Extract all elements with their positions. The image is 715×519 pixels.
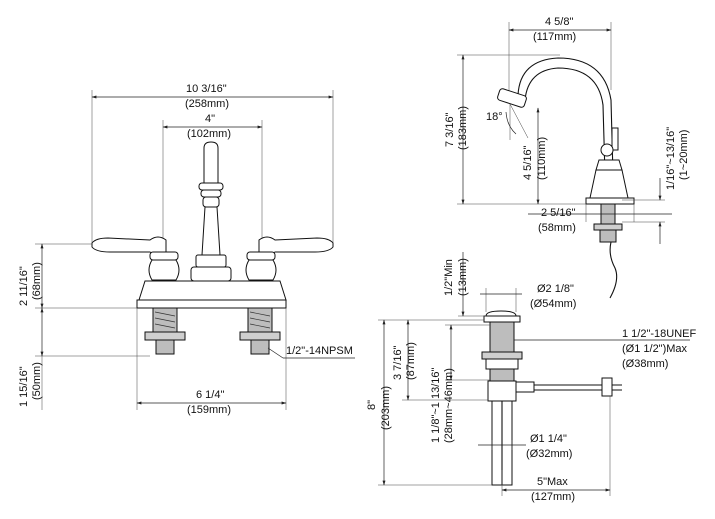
base-depth-label: 2 5/16" xyxy=(541,207,576,219)
drain-thread-line2: (Ø1 1/2")Max xyxy=(622,343,688,355)
drain-view xyxy=(378,252,690,496)
drain-range-metric: (28mm~46mm) xyxy=(443,368,455,443)
drain-upper-metric: (87mm) xyxy=(405,342,417,380)
drain-length-label: 8" xyxy=(366,399,378,410)
spout-clearance-label: 4 5/16" xyxy=(522,145,534,181)
spout-angle-label: 18° xyxy=(486,111,503,123)
faucet-height-label: 7 3/16" xyxy=(444,112,456,148)
tailpiece-dia-label: Ø1 1/4" xyxy=(530,433,567,445)
pivot-rod-label: 5"Max xyxy=(537,476,568,488)
center-spread-label: 4" xyxy=(205,113,216,125)
overall-width-metric: (258mm) xyxy=(185,98,230,110)
pivot-rod-metric: (127mm) xyxy=(531,491,576,503)
side-view xyxy=(457,22,672,299)
center-spread-metric: (102mm) xyxy=(187,128,232,140)
shank-length-metric: (50mm) xyxy=(31,362,43,400)
overall-width-label: 10 3/16" xyxy=(186,83,227,95)
front-view xyxy=(35,90,355,410)
base-width-metric: (159mm) xyxy=(187,404,232,416)
drain-thread-line1: 1 1/2"-18UNEF xyxy=(622,328,697,340)
spout-reach-label: 4 5/8" xyxy=(545,16,574,28)
handle-height-metric: (68mm) xyxy=(31,262,43,300)
drain-length-metric: (203mm) xyxy=(380,385,392,430)
base-width-label: 6 1/4" xyxy=(196,389,225,401)
shank-length-label: 1 15/16" xyxy=(18,366,30,407)
spout-clearance-metric: (110mm) xyxy=(536,136,548,180)
base-depth-metric: (58mm) xyxy=(538,222,576,234)
drain-thread-line3: (Ø38mm) xyxy=(622,358,669,370)
deck-thickness-metric: (1~20mm) xyxy=(678,129,690,180)
flange-min-metric: (13mm) xyxy=(457,258,469,296)
flange-dia-label: Ø2 1/8" xyxy=(537,283,574,295)
handle-height-label: 2 11/16" xyxy=(18,266,30,306)
faucet-height-metric: (183mm) xyxy=(457,105,469,150)
flange-dia-metric: (Ø54mm) xyxy=(530,298,577,310)
drain-upper-label: 3 7/16" xyxy=(392,345,404,381)
deck-thickness-label: 1/16"~13/16" xyxy=(665,126,677,190)
spout-reach-metric: (117mm) xyxy=(533,31,577,43)
flange-min-label: 1/2"Min xyxy=(443,259,455,296)
tailpiece-dia-metric: (Ø32mm) xyxy=(526,448,573,460)
shank-thread-label: 1/2"-14NPSM xyxy=(286,345,353,357)
drain-range-label: 1 1/8"~1 13/16" xyxy=(430,367,442,443)
